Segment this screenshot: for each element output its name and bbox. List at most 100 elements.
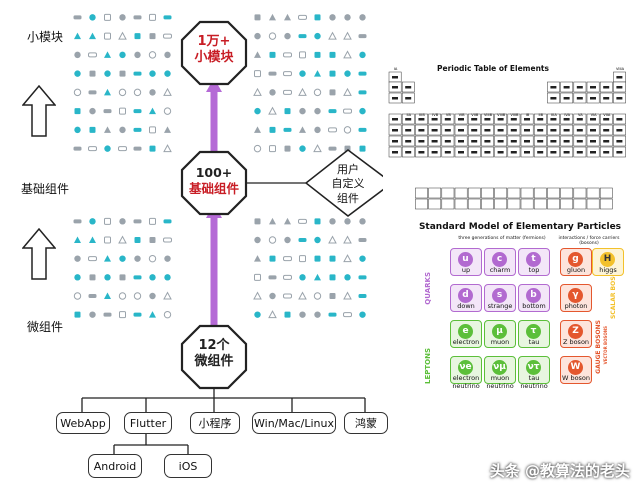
component-icon xyxy=(284,236,291,244)
component-icon xyxy=(328,109,337,114)
component-icon xyxy=(283,256,292,262)
component-icon xyxy=(254,32,261,40)
component-icon xyxy=(104,70,111,77)
component-icon xyxy=(313,292,322,300)
element-cell xyxy=(415,198,428,210)
component-icon xyxy=(344,70,351,77)
component-icon xyxy=(149,70,156,77)
watermark: 头条 @教算法的老头 xyxy=(489,462,630,480)
component-icon xyxy=(268,32,277,40)
component-icon xyxy=(164,51,171,59)
component-icon xyxy=(149,217,156,225)
octagon-bottom xyxy=(180,324,248,390)
element-cell xyxy=(533,198,547,210)
component-icon xyxy=(73,88,82,97)
component-icon xyxy=(88,90,97,95)
micro-components-count-node: 12个 微组件 xyxy=(182,338,246,371)
component-icon xyxy=(299,255,306,263)
component-icon xyxy=(299,107,306,115)
particle-symbol: Z xyxy=(568,324,583,339)
component-icon xyxy=(344,218,351,225)
component-icon xyxy=(283,52,292,58)
platform-android: Android xyxy=(88,454,142,478)
particle-name: strange xyxy=(487,302,513,310)
element-cell xyxy=(441,198,455,210)
element-cell xyxy=(599,187,613,199)
component-icon xyxy=(163,33,172,39)
element-cell xyxy=(507,187,521,199)
component-icon xyxy=(298,87,307,96)
group-label: VA xyxy=(578,113,583,117)
component-icon xyxy=(268,310,277,319)
element-cell xyxy=(494,187,508,199)
component-icon xyxy=(133,109,142,114)
component-icon xyxy=(133,15,142,20)
platform-webapp: WebApp xyxy=(56,412,110,434)
particle-symbol: ντ xyxy=(526,360,541,375)
component-icon xyxy=(149,311,156,318)
component-icon xyxy=(328,312,337,317)
component-icon xyxy=(74,255,81,262)
component-icon xyxy=(358,275,367,280)
component-icon xyxy=(73,15,82,20)
component-icon xyxy=(343,291,352,300)
up-arrow-icon xyxy=(22,228,56,280)
component-icon xyxy=(74,32,81,40)
node-count: 1万+ xyxy=(197,34,231,49)
component-icon xyxy=(359,218,366,225)
component-icon xyxy=(358,71,367,76)
component-icon xyxy=(328,235,337,244)
component-icon xyxy=(149,107,156,115)
particle-symbol: d xyxy=(458,288,473,303)
component-icon xyxy=(149,274,156,281)
component-icon xyxy=(283,89,292,95)
group-label: IIA xyxy=(407,113,412,117)
component-icon xyxy=(298,218,307,224)
particle-name: W boson xyxy=(561,374,591,382)
component-icon xyxy=(314,218,321,225)
group-label: IIIA xyxy=(551,113,557,117)
component-icon xyxy=(359,51,366,59)
micro-component-icon-grid xyxy=(70,212,370,324)
component-icon xyxy=(269,126,276,133)
particle-symbol: H xyxy=(600,252,615,267)
base-components-count-node: 100+ 基础组件 xyxy=(180,165,248,196)
component-icon xyxy=(118,88,127,97)
component-icon xyxy=(164,255,171,262)
component-icon xyxy=(119,218,126,225)
component-icon xyxy=(119,14,126,21)
bosons-header: interactions / force carriers (bosons) xyxy=(558,236,620,246)
element-cell xyxy=(507,198,521,210)
gauge-bosons-label: GAUGE BOSONS xyxy=(595,320,602,374)
up-arrow-icon xyxy=(22,85,56,137)
component-icon xyxy=(253,291,262,300)
component-icon xyxy=(254,311,261,318)
component-icon xyxy=(314,311,321,318)
component-icon xyxy=(343,87,352,96)
group-label: VIIA xyxy=(603,113,611,117)
particle-symbol: e xyxy=(458,324,473,339)
element-cell xyxy=(415,187,428,199)
particle-symbol: u xyxy=(458,252,473,267)
element-cell xyxy=(547,198,560,210)
component-icon xyxy=(359,255,366,262)
component-icon xyxy=(104,217,111,225)
particle-symbol: b xyxy=(526,288,541,303)
node-count: 12个 xyxy=(198,338,230,353)
component-icon xyxy=(89,32,96,40)
component-icon xyxy=(103,312,112,317)
node-count: 100+ xyxy=(195,165,233,180)
component-icon xyxy=(118,235,127,244)
component-icon xyxy=(344,274,351,281)
component-icon xyxy=(358,238,367,242)
group-label: VIA xyxy=(591,113,598,117)
component-icon xyxy=(133,292,142,300)
component-icon xyxy=(119,70,126,77)
